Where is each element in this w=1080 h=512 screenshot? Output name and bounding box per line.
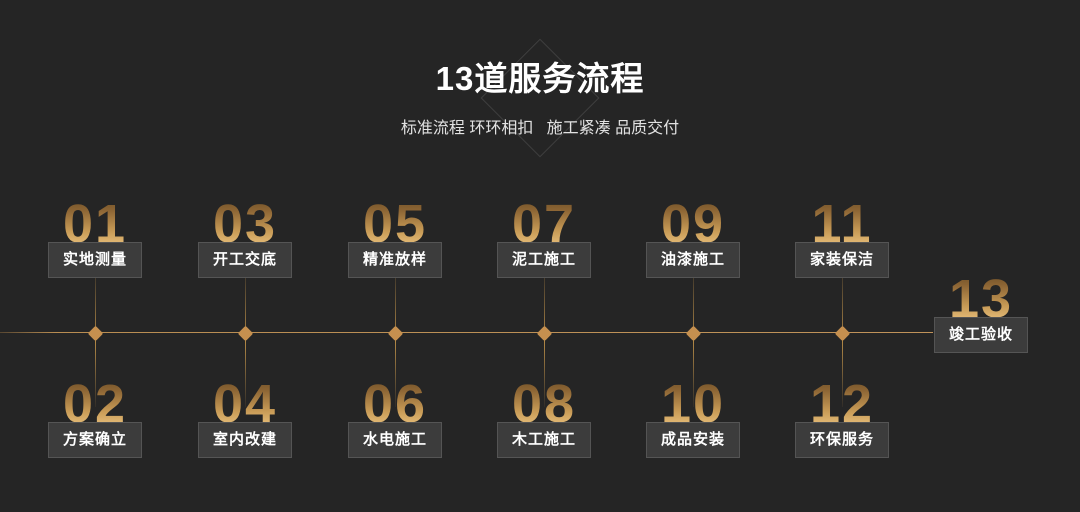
step-label-box[interactable]: 竣工验收	[933, 317, 1029, 353]
step-label-box[interactable]: 家装保洁	[794, 242, 890, 278]
step-label-box[interactable]: 实地测量	[47, 242, 143, 278]
page-title: 13道服务流程	[435, 60, 645, 97]
timeline-node-marker	[237, 325, 254, 342]
page-subtitle: 标准流程 环环相扣 施工紧凑 品质交付	[400, 120, 680, 137]
timeline-node-marker	[834, 325, 851, 342]
timeline-node-marker	[536, 325, 553, 342]
step-label-box[interactable]: 泥工施工	[496, 242, 592, 278]
step-label-box[interactable]: 室内改建	[197, 422, 293, 458]
timeline-axis	[0, 332, 933, 333]
step-label-box[interactable]: 成品安装	[645, 422, 741, 458]
timeline-node-marker	[387, 325, 404, 342]
step-label-box[interactable]: 水电施工	[347, 422, 443, 458]
step-label-box[interactable]: 方案确立	[47, 422, 143, 458]
timeline-node-marker	[87, 325, 104, 342]
step-label-box[interactable]: 环保服务	[794, 422, 890, 458]
step-label-box[interactable]: 油漆施工	[645, 242, 741, 278]
step-label-box[interactable]: 精准放样	[347, 242, 443, 278]
timeline-node-marker	[685, 325, 702, 342]
step-label-box[interactable]: 木工施工	[496, 422, 592, 458]
step-label-box[interactable]: 开工交底	[197, 242, 293, 278]
